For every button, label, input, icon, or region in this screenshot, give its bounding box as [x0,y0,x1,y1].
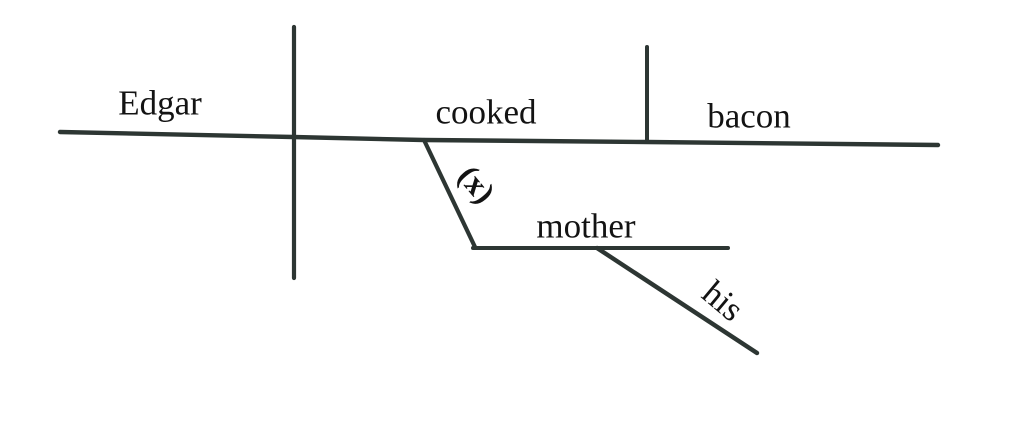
baseline [57,129,941,148]
indirect-object-word: mother [536,206,636,246]
verb-word: cooked [435,92,537,132]
direct-object-word: bacon [707,96,791,136]
indirect-object-slant-line [421,137,478,250]
subject-word: Edgar [118,83,202,123]
possessive-slant-line [594,245,760,356]
